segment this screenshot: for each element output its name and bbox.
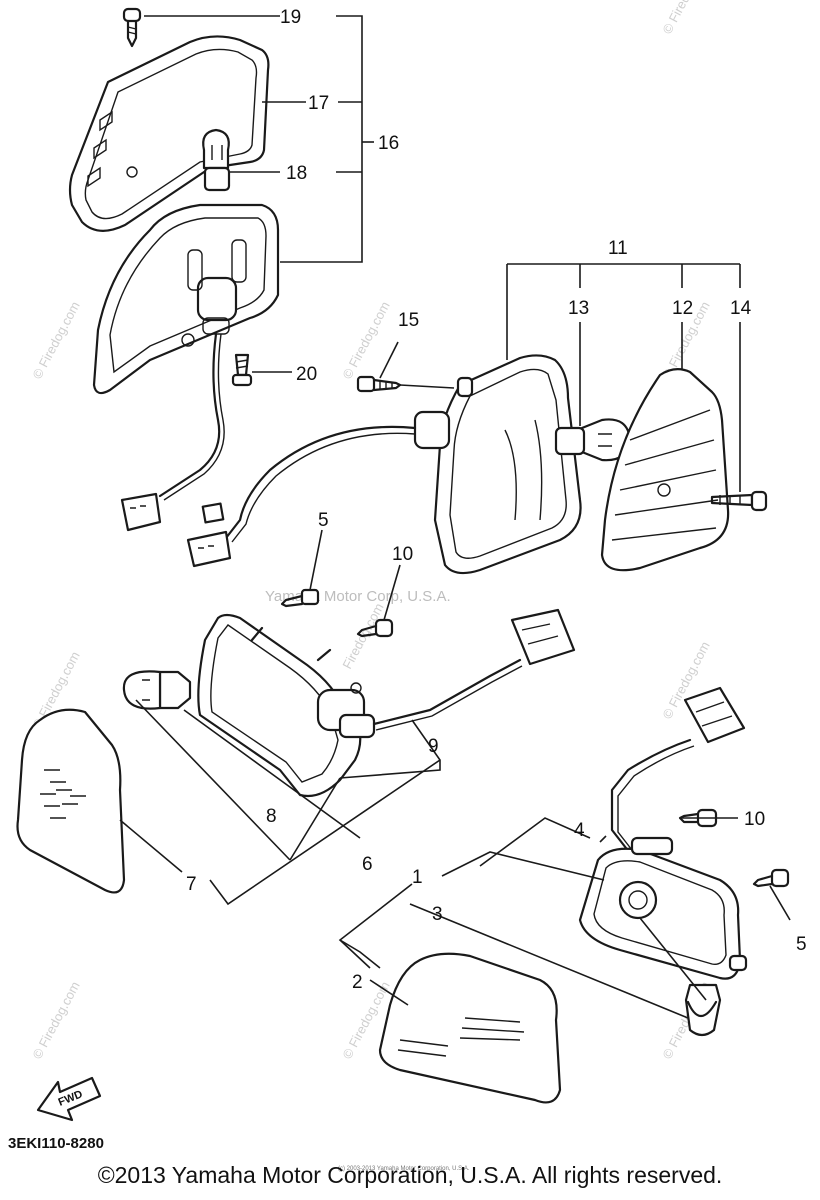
screw-15	[356, 375, 402, 393]
callout-14: 14	[730, 298, 752, 319]
screw-19	[122, 7, 142, 48]
screw-14	[710, 490, 768, 512]
housing-11	[413, 354, 582, 575]
housing-6	[197, 613, 376, 798]
wire-1	[610, 686, 746, 851]
copyright-notice: ©2013 Yamaha Motor Corporation, U.S.A. A…	[97, 1162, 723, 1188]
lens-17	[68, 35, 270, 232]
diagram-code: 3EKI110-8280	[8, 1135, 104, 1152]
watermark-center: Yamaha Motor Corp, U.S.A.	[265, 588, 451, 605]
housing-16	[92, 203, 280, 395]
watermark-site: © Firedog.com	[29, 299, 82, 381]
bulb-13	[554, 418, 632, 462]
callout-16: 16	[378, 133, 399, 154]
callout-5-lower: 5	[796, 934, 807, 955]
screw-20	[231, 353, 253, 387]
fwd-arrow: FWD	[36, 1076, 102, 1122]
callout-10-upper: 10	[392, 544, 413, 565]
callout-8: 8	[266, 806, 277, 827]
callout-10-lower: 10	[744, 809, 765, 830]
callout-5-upper: 5	[318, 510, 329, 531]
callout-7: 7	[186, 874, 197, 895]
callout-4: 4	[574, 820, 585, 841]
callout-20: 20	[296, 364, 317, 385]
small-footer-text: (c) 2003-2013 Yamaha Motor Corporation, …	[338, 1166, 470, 1172]
watermark-site: © Firedog.com	[29, 979, 82, 1061]
lens-2	[378, 952, 562, 1104]
part-6-assembly	[16, 588, 576, 894]
callout-6: 6	[362, 854, 373, 875]
callouts: 19 17 16 18 20 11 13 12 14 15 5 10 9 8 6…	[186, 7, 807, 993]
screw-5-lower	[752, 868, 790, 888]
housing-1	[578, 836, 748, 980]
lens-12	[600, 368, 730, 572]
watermark-site: © Firedog.com	[659, 0, 712, 36]
callout-3: 3	[432, 904, 443, 925]
callout-17: 17	[308, 93, 329, 114]
part-16-assembly	[68, 7, 280, 532]
callout-13: 13	[568, 298, 589, 319]
callout-9: 9	[428, 736, 439, 757]
callout-2: 2	[352, 972, 363, 993]
lens-7	[16, 708, 126, 894]
callout-15: 15	[398, 310, 419, 331]
wire-16	[120, 332, 225, 532]
part-11-assembly	[186, 354, 768, 575]
bulb-18	[202, 128, 231, 192]
bulb-3	[684, 983, 722, 1037]
callout-12: 12	[672, 298, 693, 319]
callout-11: 11	[608, 238, 628, 259]
callout-19: 19	[280, 7, 301, 28]
callout-1: 1	[412, 867, 423, 888]
bulb-8	[122, 670, 192, 710]
wire-6	[372, 608, 576, 731]
part-1-assembly	[378, 686, 790, 1104]
wire-11	[186, 425, 417, 568]
callout-18: 18	[286, 163, 307, 184]
leader-lines	[119, 15, 791, 1019]
